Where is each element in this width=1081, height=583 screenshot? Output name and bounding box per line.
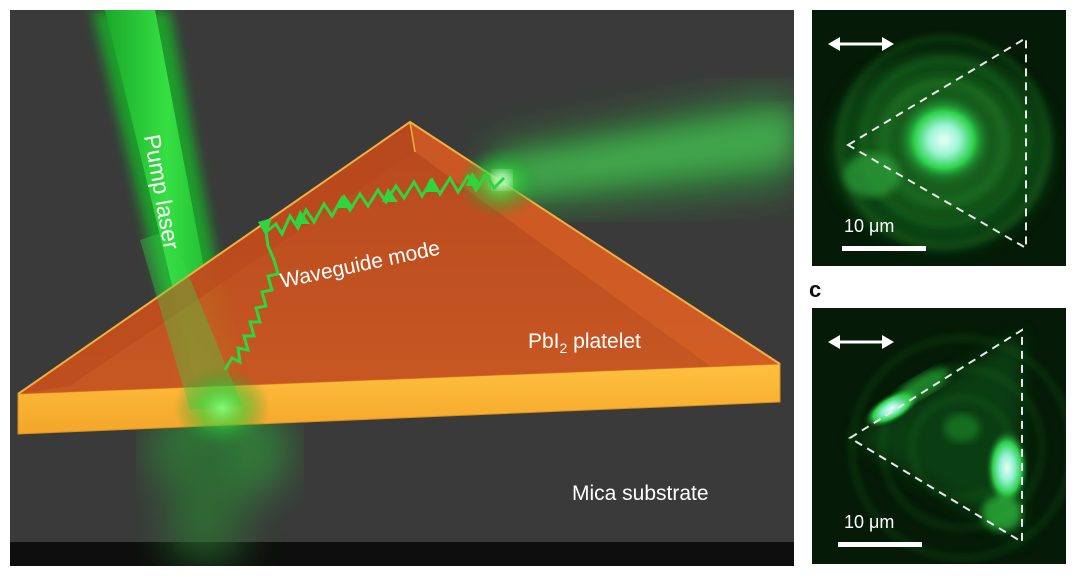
panel-letter-c: c bbox=[809, 277, 822, 302]
substrate-label: Mica substrate bbox=[572, 482, 709, 505]
scale-bar-label: 10 μm bbox=[844, 512, 894, 532]
bottom-strip bbox=[10, 542, 794, 566]
scale-bar-label: 10 μm bbox=[844, 216, 894, 236]
microscope-image-c: 10 μm bbox=[812, 308, 1066, 564]
emission-lobe-right bbox=[985, 428, 1029, 508]
scale-bar bbox=[838, 542, 922, 547]
microscope-image-b: 10 μm bbox=[812, 10, 1066, 266]
platelet-top-face bbox=[18, 122, 780, 394]
pump-spot bbox=[174, 368, 270, 448]
triangle-outline bbox=[846, 36, 1027, 250]
scale-bar bbox=[842, 246, 926, 251]
waveguide-arrows bbox=[258, 172, 482, 236]
platelet-label-subscript: 2 bbox=[560, 340, 568, 356]
polarization-arrow-icon bbox=[828, 37, 894, 51]
emission-core bbox=[894, 92, 994, 188]
polarization-arrow-icon bbox=[828, 335, 894, 349]
schematic-panel: Pump laser Waveguide mode PbI2 platelet … bbox=[10, 10, 794, 566]
platelet-label: PbI2 platelet bbox=[528, 330, 641, 356]
triangle-outline bbox=[848, 328, 1023, 544]
